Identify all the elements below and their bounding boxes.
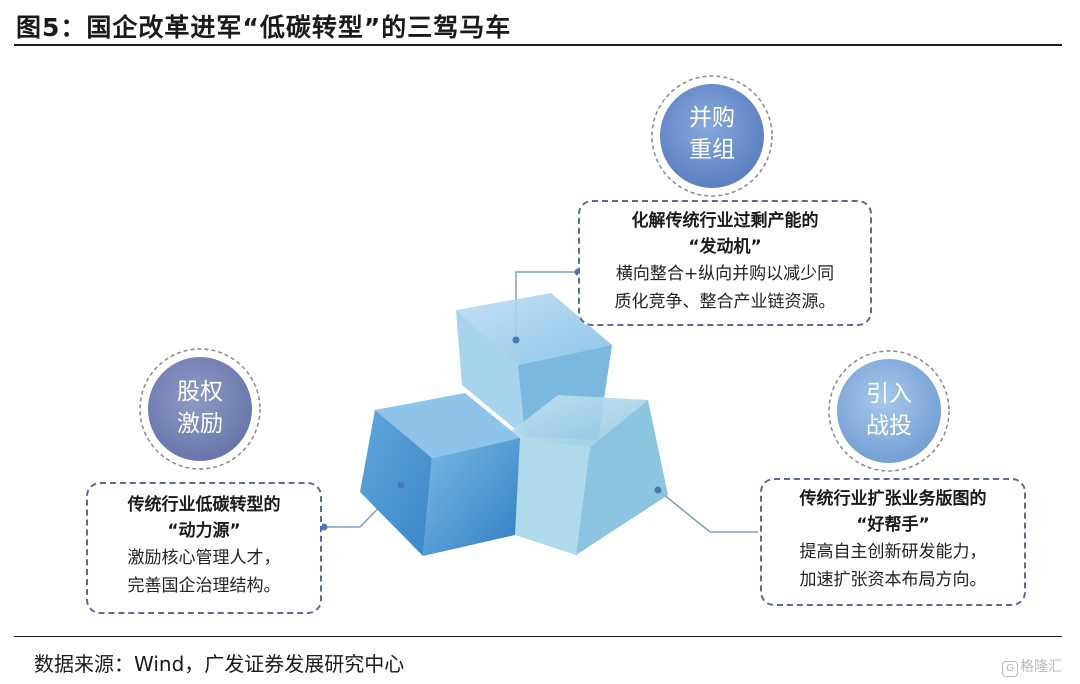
merger-heading-1: 化解传统行业过剩产能的: [631, 211, 819, 231]
merger-body-2: 质化竞争、整合产业链资源。: [614, 292, 836, 312]
merger-description-box: 化解传统行业过剩产能的 “发动机” 横向整合+纵向并购以减少同 质化竞争、整合产…: [578, 200, 872, 326]
merger-heading-2: “发动机”: [688, 237, 762, 257]
connector-investor: [657, 489, 758, 533]
circle-merger: [651, 75, 773, 197]
circle-equity-label: 股权 激励: [145, 376, 255, 440]
watermark-logo-icon: G: [1002, 661, 1018, 677]
equity-heading-2: “动力源”: [167, 521, 241, 541]
equity-body-1: 激励核心管理人才，: [127, 548, 281, 568]
circle-merger-line2: 重组: [689, 137, 735, 163]
equity-heading-1: 传统行业低碳转型的: [127, 495, 281, 515]
investor-body-1: 提高自主创新研发能力，: [799, 542, 987, 562]
figure-title: 图5：国企改革进军“低碳转型”的三驾马车: [16, 13, 512, 42]
investor-heading-2: “好帮手”: [856, 515, 930, 535]
bottom-divider: [14, 636, 1062, 637]
circle-investor-line2: 战投: [866, 413, 912, 439]
circle-merger-line1: 并购: [689, 105, 735, 131]
equity-description-box: 传统行业低碳转型的 “动力源” 激励核心管理人才， 完善国企治理结构。: [86, 482, 322, 614]
equity-body-2: 完善国企治理结构。: [127, 576, 281, 596]
investor-body-2: 加速扩张资本布局方向。: [799, 570, 987, 590]
merger-body-1: 横向整合+纵向并购以减少同: [615, 264, 835, 284]
circle-investor-label: 引入 战投: [834, 378, 944, 442]
cube-left: [360, 393, 520, 556]
circle-investor: [828, 350, 950, 472]
investor-description-box: 传统行业扩张业务版图的 “好帮手” 提高自主创新研发能力， 加速扩张资本布局方向…: [760, 478, 1026, 606]
circle-equity-line1: 股权: [177, 379, 223, 405]
cube-right: [500, 395, 668, 555]
circle-equity-line2: 激励: [177, 411, 223, 437]
data-source-note: 数据来源：Wind，广发证券发展研究中心: [34, 652, 405, 676]
investor-heading-1: 传统行业扩张业务版图的: [799, 489, 987, 509]
top-divider: [14, 44, 1062, 46]
circle-merger-label: 并购 重组: [657, 102, 767, 166]
circle-equity: [139, 348, 261, 470]
watermark-text: 格隆汇: [1020, 659, 1062, 675]
circle-investor-line1: 引入: [866, 381, 912, 407]
